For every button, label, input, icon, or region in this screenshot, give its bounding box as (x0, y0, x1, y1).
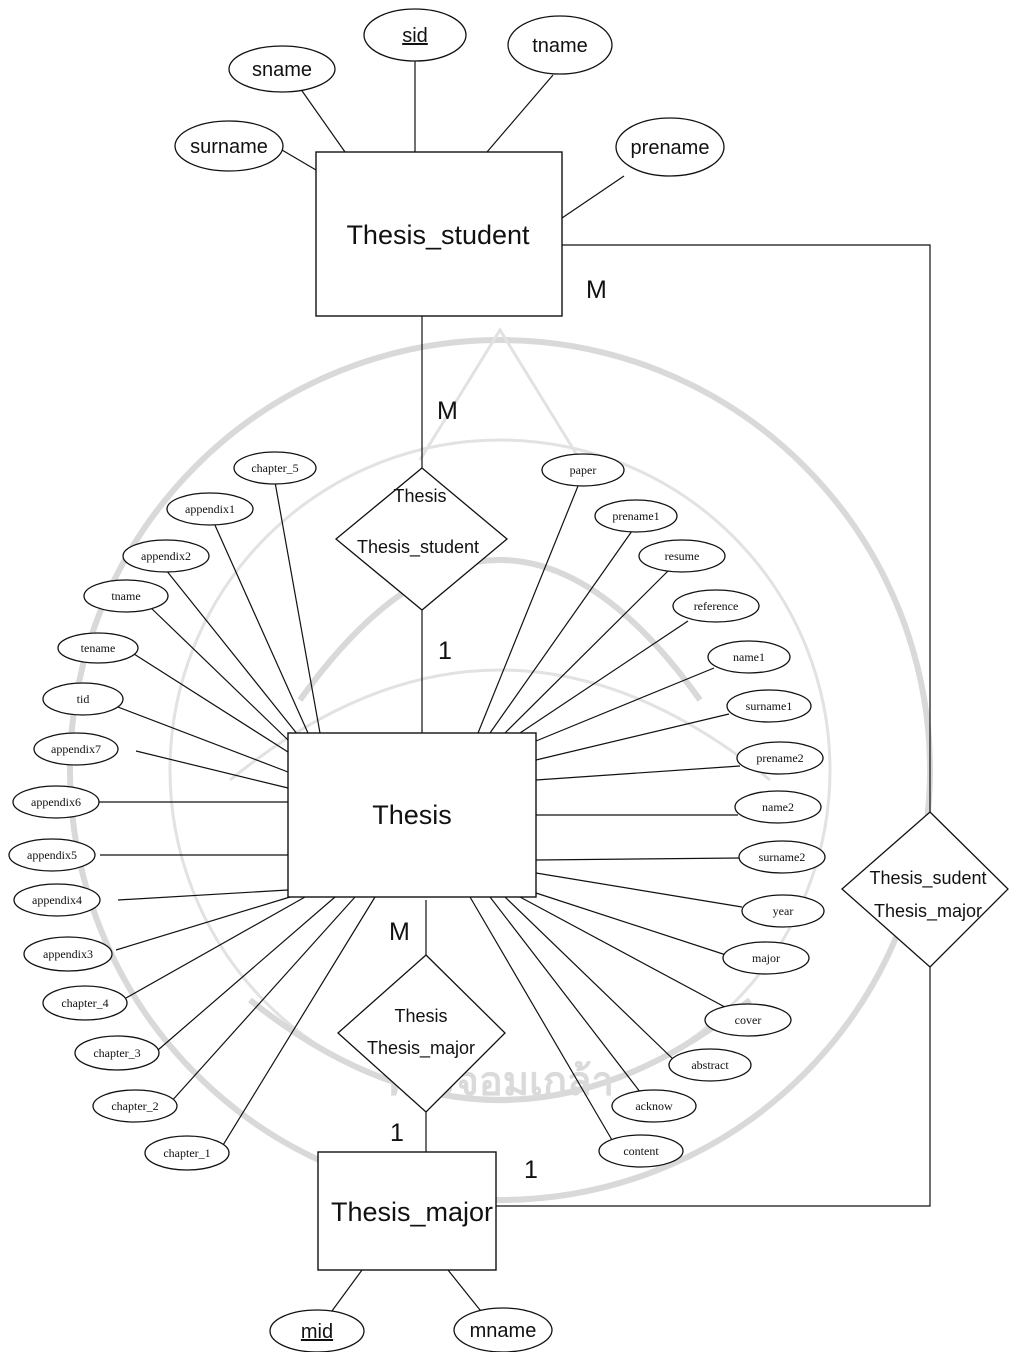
attribute-appendix4-label: appendix4 (32, 893, 82, 907)
cardinality-major-rel: 1 (390, 1119, 404, 1147)
attribute-tename: tename (58, 633, 138, 663)
attribute-chapter-5-label: chapter_5 (251, 461, 298, 475)
attribute-chapter-3: chapter_3 (75, 1036, 159, 1070)
attribute-abstract: abstract (669, 1049, 751, 1081)
entity-thesis-major: Thesis_major (318, 1152, 496, 1270)
cardinality-thesis-rel: 1 (438, 637, 452, 665)
attribute-name2-label: name2 (762, 800, 794, 814)
relationship-thesis-major-line2: Thesis_major (367, 1038, 475, 1059)
attribute-tname-student-label: tname (532, 35, 588, 57)
entity-thesis: Thesis (288, 733, 536, 897)
cardinality-student-loop: M (586, 276, 607, 304)
cardinality-thesis-to-major-rel: M (389, 918, 410, 946)
attribute-mname: mname (454, 1308, 552, 1352)
attribute-chapter-1-label: chapter_1 (163, 1146, 210, 1160)
attribute-abstract-label: abstract (691, 1058, 729, 1072)
attribute-tname-thesis: tname (84, 580, 168, 612)
attribute-appendix7-label: appendix7 (51, 742, 101, 756)
attribute-resume-label: resume (665, 549, 700, 563)
attribute-tid: tid (43, 683, 123, 715)
attribute-tename-label: tename (81, 641, 116, 655)
attribute-tname-student: tname (508, 16, 612, 74)
attribute-appendix2-label: appendix2 (141, 549, 191, 563)
attribute-chapter-4-label: chapter_4 (61, 996, 108, 1010)
attribute-appendix4: appendix4 (14, 884, 100, 916)
attribute-prename1: prename1 (595, 500, 677, 532)
attribute-year-label: year (773, 904, 794, 918)
attribute-surname1-label: surname1 (746, 699, 793, 713)
attribute-major-label: major (752, 951, 780, 965)
cardinality-major-loop: 1 (524, 1156, 538, 1184)
relationship-student-major-line1: Thesis_sudent (869, 868, 986, 889)
attribute-chapter-2: chapter_2 (93, 1090, 177, 1122)
attribute-surname2: surname2 (739, 841, 825, 873)
attribute-chapter-2-label: chapter_2 (111, 1099, 158, 1113)
attribute-appendix3-label: appendix3 (43, 947, 93, 961)
attribute-sid: sid (364, 9, 466, 61)
attribute-appendix7: appendix7 (34, 733, 118, 765)
relationship-student-major: Thesis_sudent Thesis_major (842, 812, 1008, 967)
attribute-reference-label: reference (694, 599, 739, 613)
attribute-chapter-1: chapter_1 (145, 1136, 229, 1170)
attribute-appendix6-label: appendix6 (31, 795, 81, 809)
attribute-tid-label: tid (77, 692, 90, 706)
attribute-name2: name2 (735, 791, 821, 823)
attribute-appendix2: appendix2 (123, 540, 209, 572)
attribute-name1-label: name1 (733, 650, 765, 664)
entity-thesis-student-label: Thesis_student (346, 220, 530, 250)
attribute-cover-label: cover (735, 1013, 762, 1027)
attribute-prename: prename (616, 118, 724, 176)
attribute-prename-label: prename (631, 137, 710, 159)
attribute-paper: paper (542, 454, 624, 486)
attribute-prename2: prename2 (737, 742, 823, 774)
attribute-content: content (599, 1135, 683, 1167)
attribute-appendix5-label: appendix5 (27, 848, 77, 862)
attribute-prename1-label: prename1 (612, 509, 659, 523)
attribute-surname1: surname1 (727, 690, 811, 722)
attribute-appendix1: appendix1 (167, 493, 253, 525)
relationship-thesis-major-line1: Thesis (394, 1006, 447, 1026)
attribute-tname-thesis-label: tname (111, 589, 140, 603)
attribute-surname2-label: surname2 (759, 850, 806, 864)
attribute-resume: resume (639, 540, 725, 572)
entity-thesis-major-label: Thesis_major (331, 1197, 493, 1227)
attribute-paper-label: paper (570, 463, 597, 477)
relationship-thesis-student-line1: Thesis (393, 486, 446, 506)
attribute-surname: surname (175, 121, 283, 171)
attribute-appendix3: appendix3 (24, 937, 112, 971)
attribute-appendix1-label: appendix1 (185, 502, 235, 516)
attribute-surname-label: surname (190, 136, 268, 158)
attribute-appendix5: appendix5 (9, 839, 95, 871)
attribute-sname: sname (229, 46, 335, 92)
attribute-content-label: content (623, 1144, 659, 1158)
attribute-sname-label: sname (252, 59, 312, 81)
attribute-chapter-4: chapter_4 (43, 986, 127, 1020)
attribute-mname-label: mname (470, 1320, 537, 1342)
attribute-prename2-label: prename2 (756, 751, 803, 765)
cardinality-student-rel: M (437, 397, 458, 425)
entity-thesis-student: Thesis_student (316, 152, 562, 316)
attribute-chapter-5: chapter_5 (234, 452, 316, 484)
attribute-mid-label: mid (301, 1321, 333, 1343)
entity-thesis-label: Thesis (372, 800, 452, 830)
attribute-chapter-3-label: chapter_3 (93, 1046, 140, 1060)
attribute-appendix6: appendix6 (13, 786, 99, 818)
relationship-student-major-line2: Thesis_major (874, 901, 982, 922)
relationship-thesis-student-line2: Thesis_student (357, 537, 479, 558)
attribute-reference: reference (673, 590, 759, 622)
attribute-sid-label: sid (402, 25, 428, 47)
attribute-acknow: acknow (612, 1090, 696, 1122)
attribute-acknow-label: acknow (635, 1099, 673, 1113)
attribute-name1: name1 (708, 641, 790, 673)
attribute-major: major (723, 942, 809, 974)
attribute-year: year (742, 895, 824, 927)
relationship-thesis-student: Thesis Thesis_student (336, 468, 507, 610)
attribute-mid: mid (270, 1310, 364, 1352)
attribute-cover: cover (705, 1004, 791, 1036)
